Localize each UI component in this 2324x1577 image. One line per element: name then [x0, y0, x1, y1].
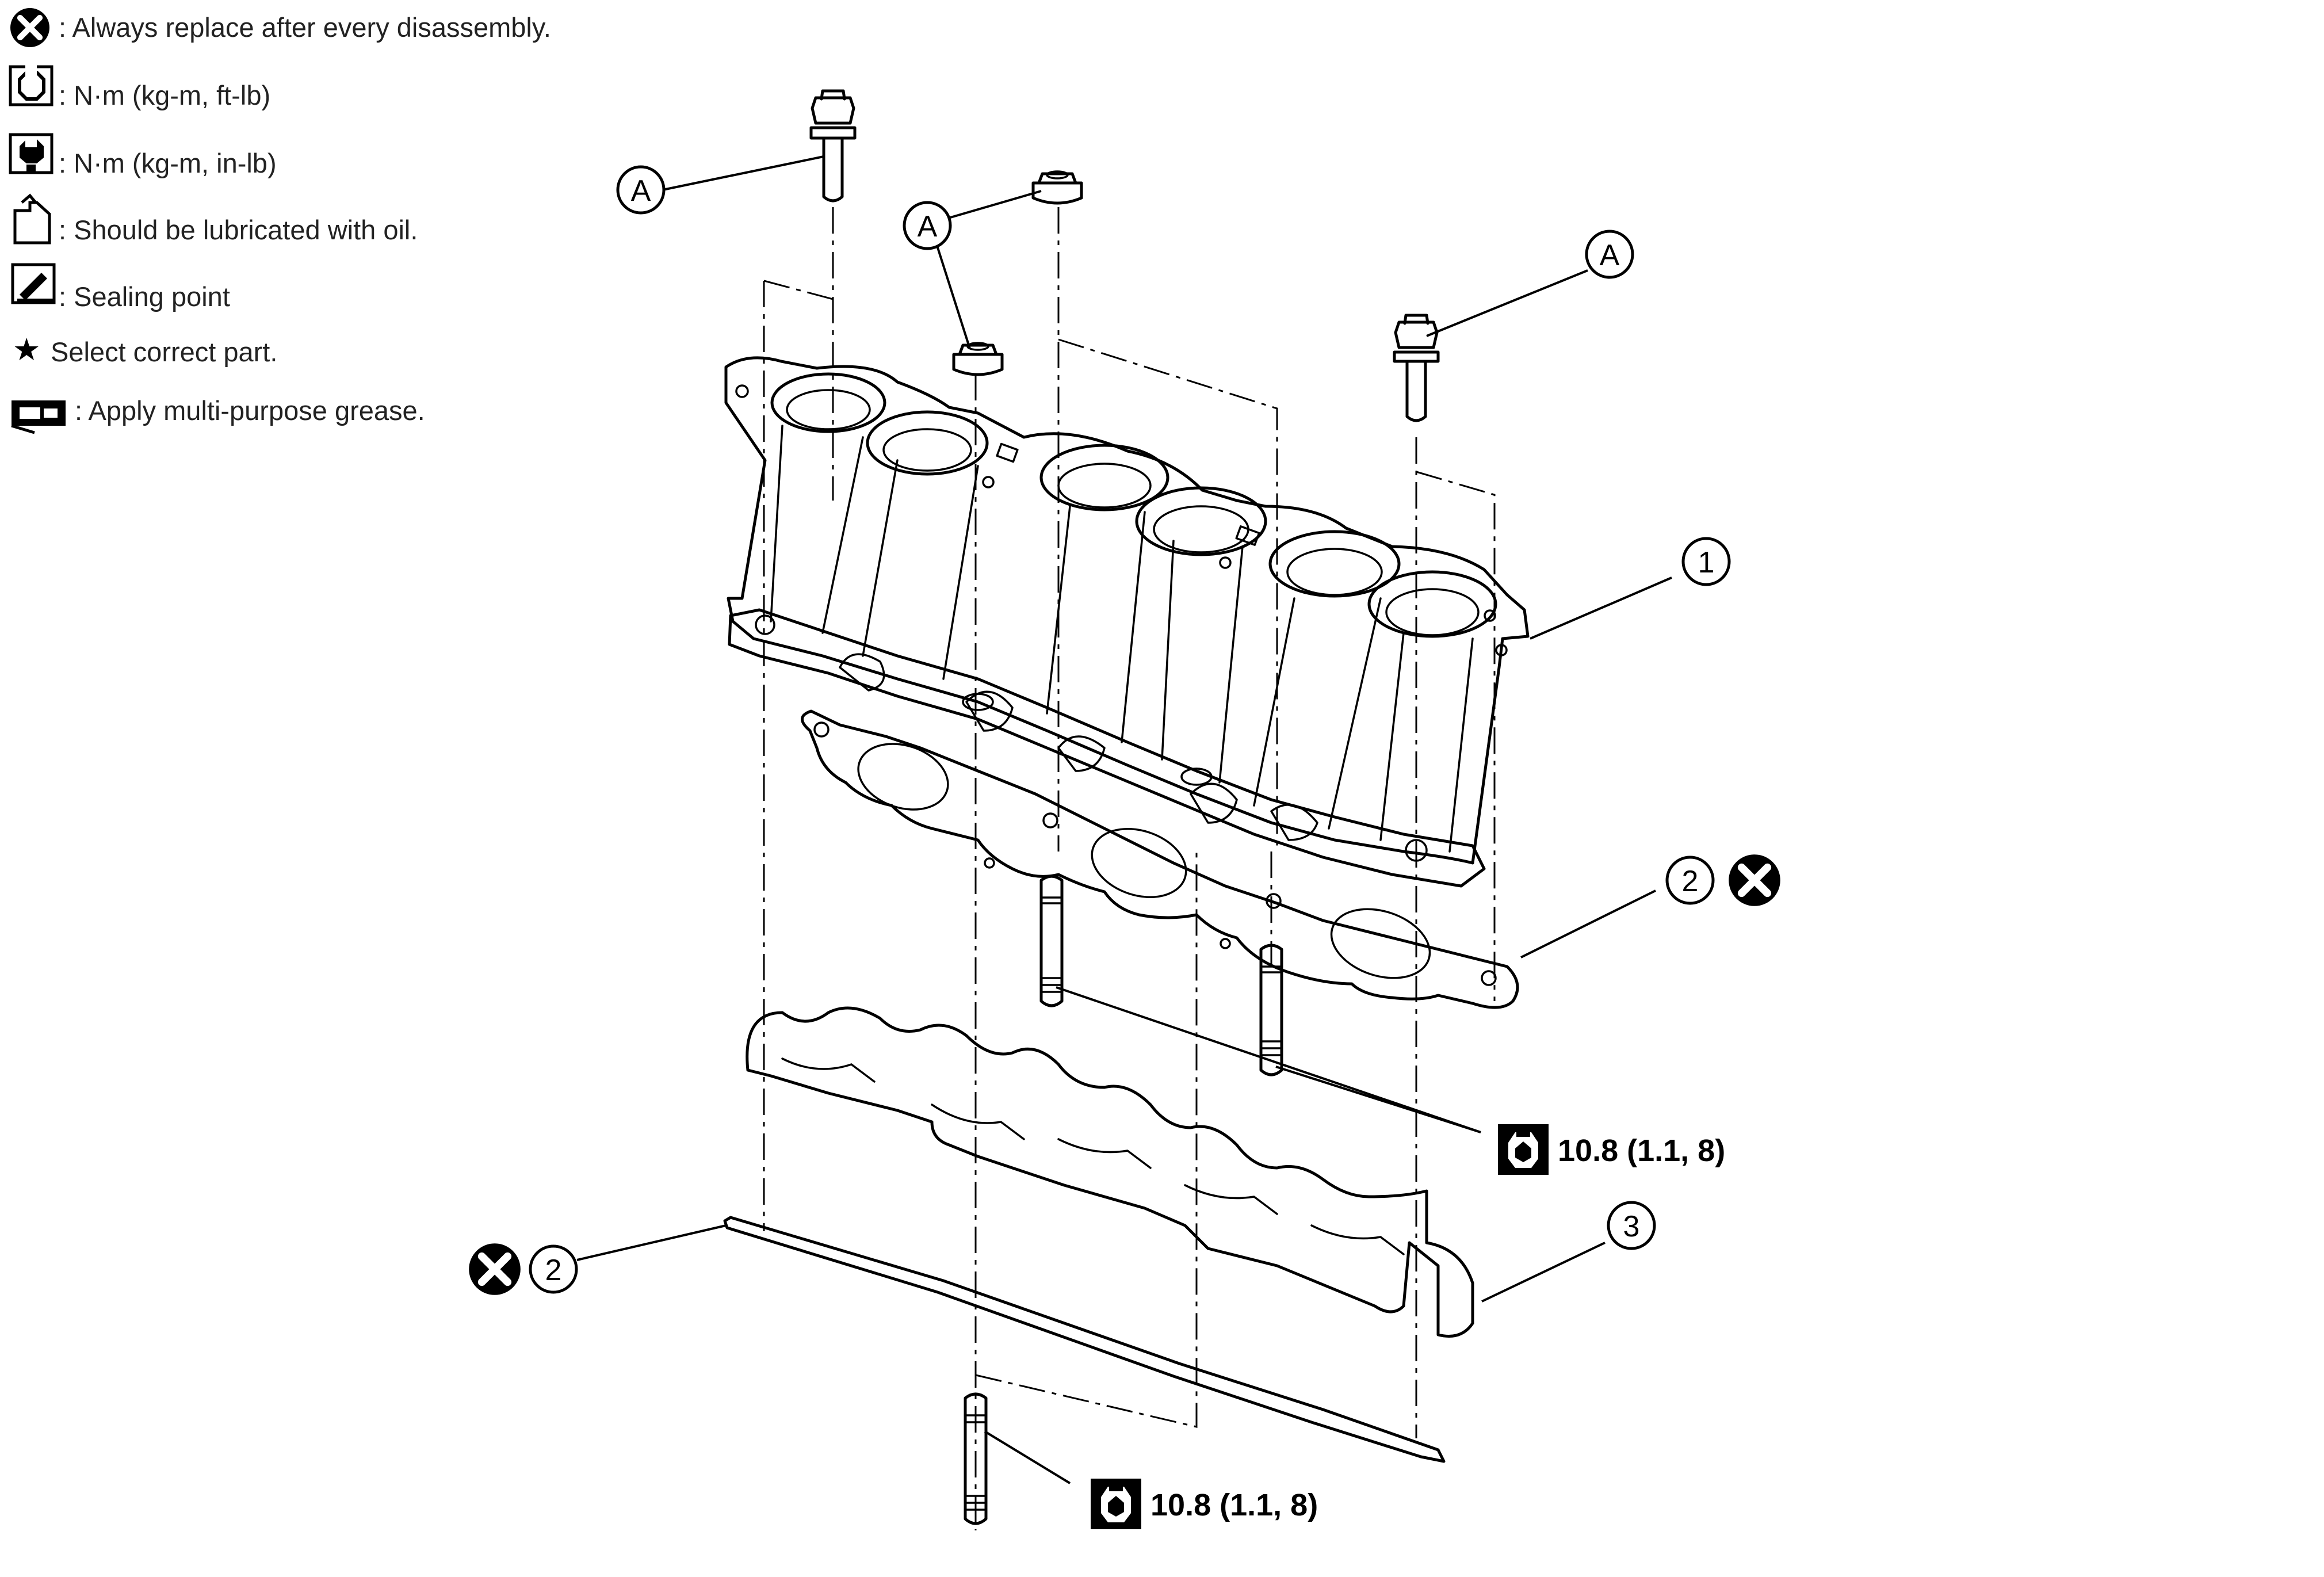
svg-text:A: A [631, 174, 651, 208]
callout-a-bolt-left: A [616, 165, 666, 215]
heat-insulator [746, 1006, 1474, 1338]
callout-1-intake-manifold: 1 [1681, 537, 1731, 586]
svg-text:A: A [1600, 239, 1620, 272]
grease-gun-icon [11, 400, 66, 434]
legend-text-lubricate: : Should be lubricated with oil. [59, 215, 418, 245]
legend-text-sealing: : Sealing point [59, 281, 230, 312]
sealing-point-icon [11, 263, 56, 304]
callout-a-bolt-right: A [1585, 230, 1634, 279]
legend-text-replace: : Always replace after every disassembly… [59, 12, 551, 43]
stud-bolt-lower [964, 1392, 988, 1525]
torque-wrench-icon [1091, 1479, 1141, 1529]
intake-gasket-lower [723, 1216, 1446, 1463]
torque-value-upper: 10.8 (1.1, 8) [1558, 1133, 1725, 1168]
svg-text:2: 2 [1682, 865, 1699, 898]
callout-a-nut-upper: A [903, 201, 952, 250]
replace-x-icon [469, 1243, 521, 1295]
callout-3-heat-insulator: 3 [1607, 1201, 1656, 1250]
replace-x-icon [10, 8, 49, 47]
stud-bolt-upper-right [1259, 944, 1283, 1076]
callout-2-gasket-upper: 2 [1665, 856, 1715, 905]
legend-text-torque-ftlb: : N·m (kg-m, ft-lb) [59, 80, 270, 110]
nut-lower [952, 342, 1004, 376]
svg-text:1: 1 [1698, 546, 1715, 579]
bolt-left [809, 89, 857, 203]
torque-wrench-icon [1498, 1124, 1549, 1175]
star-icon: ★ [13, 333, 40, 367]
leader-lines [576, 155, 1672, 1484]
svg-text:A: A [918, 210, 938, 243]
bolt-right [1393, 314, 1440, 422]
nut-upper [1031, 170, 1083, 205]
legend: : Always replace after every disassembly… [9, 8, 551, 434]
oil-can-icon [13, 193, 51, 245]
torque-value-lower: 10.8 (1.1, 8) [1150, 1488, 1318, 1522]
intake-gasket-upper [801, 709, 1519, 1009]
torque-wrench-icon [9, 64, 53, 106]
replace-x-icon [1729, 854, 1780, 906]
torque-wrench-small-icon [9, 133, 53, 174]
intake-manifold [724, 356, 1530, 888]
legend-text-torque-inlb: : N·m (kg-m, in-lb) [59, 148, 277, 178]
legend-text-grease: : Apply multi-purpose grease. [75, 395, 425, 426]
torque-spec-studs-upper: 10.8 (1.1, 8) [1498, 1124, 1725, 1175]
stud-bolt-upper-left [1039, 875, 1064, 1007]
callout-2-gasket-lower: 2 [529, 1244, 578, 1294]
torque-spec-stud-lower: 10.8 (1.1, 8) [1091, 1479, 1318, 1529]
svg-text:3: 3 [1623, 1210, 1640, 1243]
assembly-axes [763, 207, 1496, 1530]
legend-text-select-part: Select correct part. [51, 337, 277, 367]
svg-text:2: 2 [545, 1254, 562, 1287]
